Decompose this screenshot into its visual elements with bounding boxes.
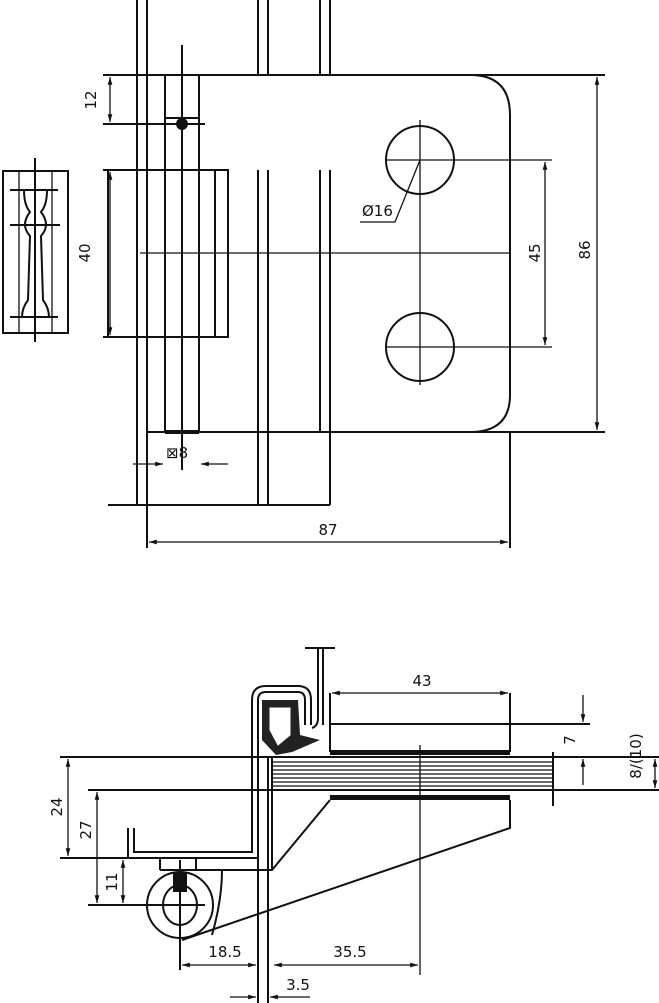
top-view: 12 40 45 86 Ø16 ⊠8 87 — [2, 0, 605, 548]
glass-pane — [60, 750, 659, 806]
dim-pin-square-label: ⊠8 — [166, 444, 188, 462]
frame-lines — [108, 0, 331, 548]
dim-86-label: 86 — [576, 240, 594, 259]
frame-profile — [127, 691, 306, 859]
mounting-holes — [140, 120, 552, 385]
dim-35-5-label: 35.5 — [333, 943, 366, 961]
dim-27-label: 27 — [77, 820, 95, 839]
dim-40-label: 40 — [76, 243, 94, 262]
dim-3-5-label: 3.5 — [286, 976, 310, 994]
dim-45-label: 45 — [526, 243, 544, 262]
hinge-plate — [103, 74, 511, 433]
dim-11-label: 11 — [103, 872, 121, 891]
pin-side-detail — [2, 158, 69, 342]
dim-24-label: 24 — [48, 797, 66, 816]
dim-87-label: 87 — [318, 521, 337, 539]
hinge-knuckle — [103, 45, 229, 470]
dim-glass-thickness-label: 8/(10) — [627, 733, 645, 778]
dim-18-5-label: 18.5 — [208, 943, 241, 961]
dim-7-label: 7 — [561, 735, 579, 745]
dim-43-label: 43 — [412, 672, 431, 690]
dim-hole-diameter-label: Ø16 — [362, 202, 393, 220]
dim-12-label: 12 — [82, 90, 100, 109]
bottom-bracket — [160, 799, 511, 941]
pivot-roller — [88, 858, 214, 970]
section-view: 43 7 8/(10) 24 27 11 18.5 35.5 3.5 — [48, 647, 659, 1003]
